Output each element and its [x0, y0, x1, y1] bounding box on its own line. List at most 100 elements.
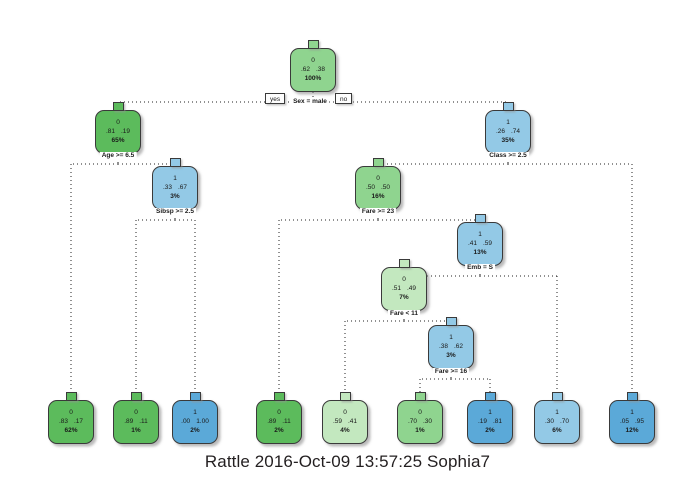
- node-prob-class0: .51: [391, 285, 401, 293]
- tree-split-label: Emb = S: [465, 264, 495, 271]
- tree-split-label: Fare >= 16: [432, 368, 470, 375]
- node-prob-class1: .30: [423, 418, 433, 426]
- tree-node-connector-tab: [485, 392, 496, 401]
- tree-node-connector-tab: [552, 392, 563, 401]
- node-prob-class0: .81: [105, 128, 115, 136]
- node-probabilities: .33.67: [163, 184, 187, 192]
- node-class-label: 0: [277, 409, 281, 417]
- node-class-label: 0: [343, 409, 347, 417]
- node-prob-class0: .26: [495, 128, 505, 136]
- tree-node-connector-tab: [340, 392, 351, 401]
- node-class-label: 0: [418, 409, 422, 417]
- tree-split-label: Age >= 6.5: [99, 152, 137, 159]
- node-class-label: 1: [506, 119, 510, 127]
- node-class-label: 0: [311, 57, 315, 65]
- tree-node-connector-tab: [503, 102, 514, 111]
- plot-caption: Rattle 2016-Oct-09 13:57:25 Sophia7: [204, 452, 491, 471]
- node-prob-class1: .59: [483, 240, 493, 248]
- node-prob-class1: .62: [454, 343, 464, 351]
- yes-branch-label: yes: [265, 93, 286, 104]
- node-prob-class1: .74: [511, 128, 521, 136]
- node-probabilities: .30 .70: [545, 418, 569, 426]
- tree-node-connector-tab: [308, 40, 319, 49]
- node-class-label: 0: [402, 276, 406, 284]
- node-prob-class1: .17: [74, 418, 84, 426]
- node-percentage: 1%: [415, 427, 425, 435]
- node-percentage: 12%: [625, 427, 639, 435]
- node-percentage: 2%: [274, 427, 284, 435]
- node-prob-class0: .83: [58, 418, 68, 426]
- node-class-label: 0: [376, 175, 380, 183]
- node-prob-class0: .30: [544, 418, 554, 426]
- tree-node-connector-tab: [399, 259, 410, 268]
- tree-node-connector-tab: [415, 392, 426, 401]
- tree-node-connector-tab: [627, 392, 638, 401]
- node-prob-class0: .41: [467, 240, 477, 248]
- node-class-label: 1: [630, 409, 634, 417]
- node-class-label: 1: [488, 409, 492, 417]
- node-class-label: 1: [478, 231, 482, 239]
- node-prob-class1: .81: [493, 418, 503, 426]
- tree-node-connector-tab: [446, 317, 457, 326]
- node-probabilities: .89.11: [124, 418, 148, 426]
- node-prob-class1: .67: [178, 184, 188, 192]
- node-class-label: 0: [116, 119, 120, 127]
- node-prob-class1: .50: [381, 184, 391, 192]
- node-percentage: 4%: [340, 427, 350, 435]
- tree-split-label: Sibsp >= 2.5: [154, 208, 196, 215]
- node-prob-class1: .38: [316, 66, 326, 74]
- node-class-label: 1: [555, 409, 559, 417]
- node-percentage: 2%: [485, 427, 495, 435]
- node-percentage: 100%: [304, 75, 322, 83]
- node-probabilities: .26 .74: [496, 128, 520, 136]
- node-prob-class0: .89: [124, 418, 134, 426]
- node-class-label: 1: [193, 409, 197, 417]
- node-probabilities: .81 .19: [106, 128, 130, 136]
- node-prob-class0: .70: [407, 418, 417, 426]
- node-prob-class1: .49: [407, 285, 417, 293]
- node-probabilities: .41 .59: [468, 240, 492, 248]
- node-prob-class1: .70: [560, 418, 570, 426]
- node-class-label: 0: [134, 409, 138, 417]
- node-percentage: 3%: [170, 193, 180, 201]
- node-prob-class1: .11: [282, 418, 291, 426]
- node-probabilities: .62.38: [301, 66, 325, 74]
- tree-split-label: Fare >= 23: [359, 208, 397, 215]
- node-prob-class1: .95: [635, 418, 645, 426]
- node-prob-class0: .38: [438, 343, 448, 351]
- node-prob-class0: .00: [181, 418, 191, 426]
- tree-node-connector-tab: [274, 392, 285, 401]
- node-probabilities: .83 .17: [59, 418, 83, 426]
- node-percentage: 65%: [111, 137, 125, 145]
- node-percentage: 7%: [399, 294, 409, 302]
- node-prob-class0: .59: [332, 418, 342, 426]
- node-prob-class0: .89: [267, 418, 277, 426]
- tree-node-connector-tab: [170, 158, 181, 167]
- tree-node-connector-tab: [373, 158, 384, 167]
- node-probabilities: .89 .11: [267, 418, 291, 426]
- node-probabilities: .38 .62: [439, 343, 463, 351]
- node-percentage: 62%: [64, 427, 78, 435]
- node-prob-class1: .41: [348, 418, 358, 426]
- tree-node-connector-tab: [190, 392, 201, 401]
- node-percentage: 1%: [131, 427, 141, 435]
- tree-split-label: Sex = male: [291, 98, 329, 105]
- node-percentage: 6%: [552, 427, 562, 435]
- node-percentage: 3%: [446, 352, 456, 360]
- node-prob-class1: .19: [121, 128, 131, 136]
- node-prob-class0: .50: [365, 184, 375, 192]
